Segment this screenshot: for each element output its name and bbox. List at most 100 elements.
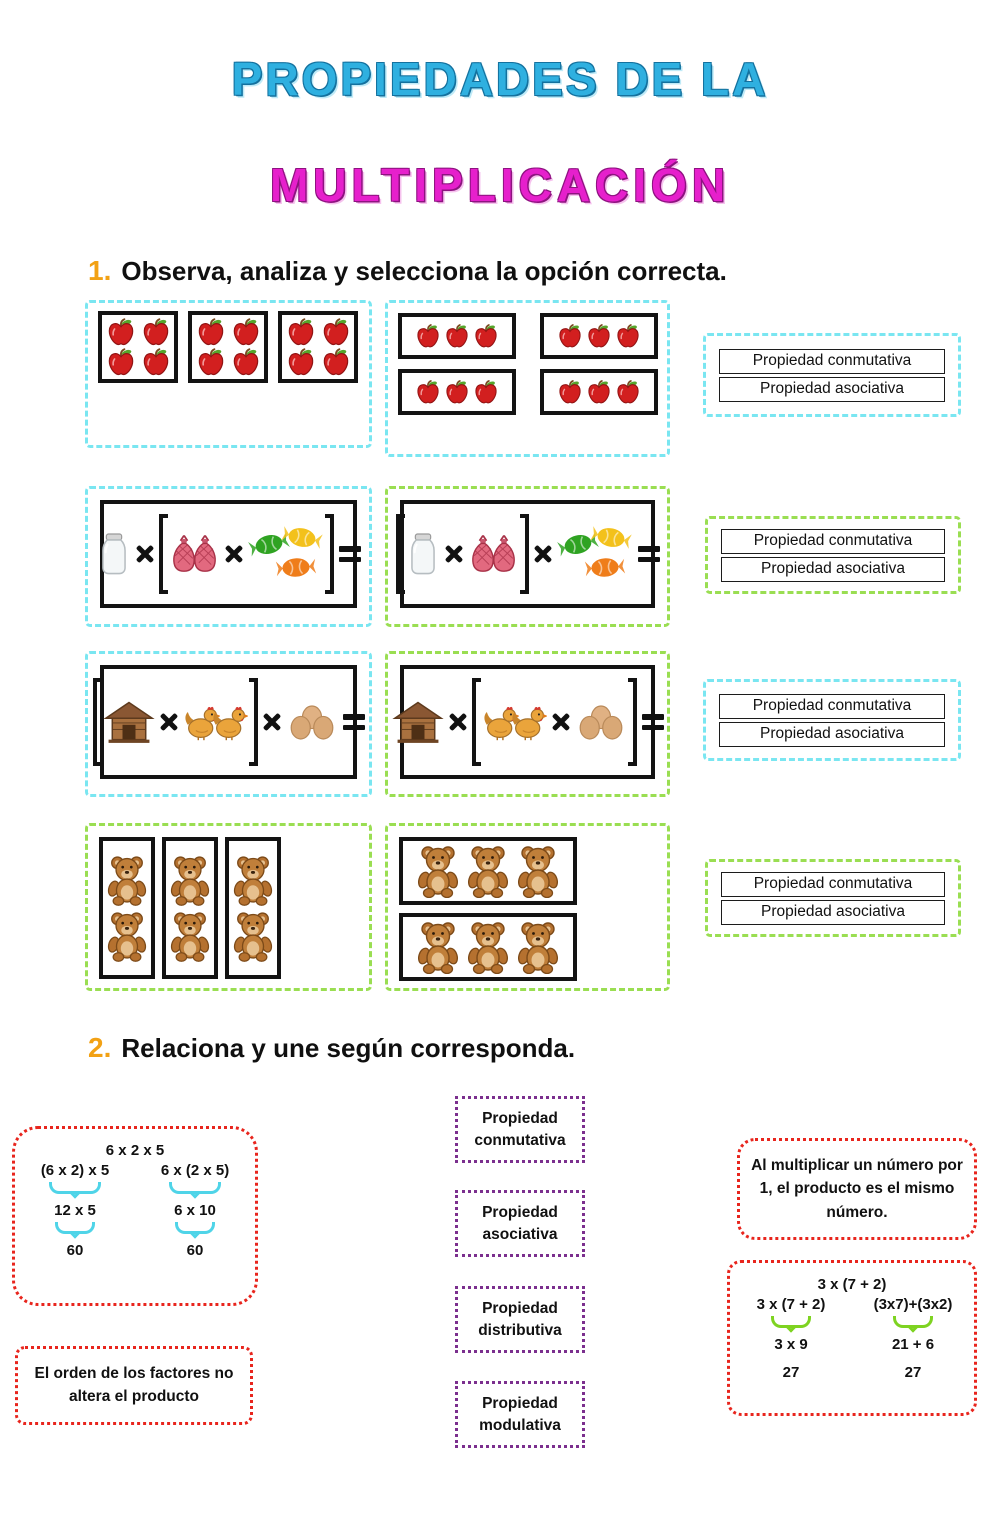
equation-frame: [92, 665, 365, 779]
option-conmutativa-row2[interactable]: Propiedad conmutativa: [721, 528, 945, 554]
chicken-coop-icon: [392, 700, 444, 744]
assoc-result-right: 60: [186, 1242, 204, 1259]
answer-box-row2: Propiedad conmutativa Propiedad asociati…: [705, 516, 961, 594]
assoc-expr-left: (6 x 2) x 5: [40, 1162, 110, 1179]
property-card-distributiva[interactable]: Propiedad distributiva: [455, 1286, 585, 1354]
apple-icon: [141, 317, 171, 347]
candy-bag-group: [169, 534, 220, 574]
jar-icon: [97, 532, 131, 576]
candy-bag-icon: [489, 534, 519, 574]
hen-icon: [211, 704, 248, 741]
candy-group: [557, 526, 633, 582]
option-asociativa-row1[interactable]: Propiedad asociativa: [719, 376, 945, 402]
dist-left-column: 3 x (7 + 2) 3 x 9 27: [730, 1296, 852, 1381]
times-icon: [261, 711, 283, 733]
dist-mid-right: 21 + 6: [891, 1336, 935, 1353]
apple-icon: [196, 317, 226, 347]
apple-frame: [98, 311, 178, 383]
apple-icon: [615, 379, 641, 405]
apple-frames-grid: [388, 303, 667, 425]
option-asociativa-row4[interactable]: Propiedad asociativa: [721, 899, 945, 925]
answer-box-row1: Propiedad conmutativa Propiedad asociati…: [703, 333, 961, 417]
bear-frame: [399, 837, 577, 905]
teddy-bear-icon: [516, 844, 560, 898]
times-icon: [443, 543, 465, 565]
teddy-bear-icon: [466, 920, 510, 974]
property-card-modulativa[interactable]: Propiedad modulativa: [455, 1381, 585, 1449]
assoc-expression: 6 x 2 x 5: [105, 1142, 165, 1159]
bear-frame: [162, 837, 218, 979]
property-card-conmutativa[interactable]: Propiedad conmutativa: [455, 1096, 585, 1164]
teddy-bear-icon: [416, 920, 460, 974]
apple-icon: [444, 323, 470, 349]
underbrace-icon: [771, 1316, 811, 1328]
apple-icon: [106, 317, 136, 347]
hen-group: [482, 704, 547, 741]
modulative-description-box[interactable]: Al multiplicar un número por 1, el produ…: [737, 1138, 977, 1240]
picture-box-hens-right: [385, 651, 670, 797]
assoc-expr-right: 6 x (2 x 5): [160, 1162, 230, 1179]
apple-icon: [231, 347, 261, 377]
option-conmutativa-row4[interactable]: Propiedad conmutativa: [721, 871, 945, 897]
section2-heading: 2. Relaciona y une según corresponda.: [88, 1032, 575, 1064]
bracket-close-icon: [627, 678, 637, 766]
dist-expr-left: 3 x (7 + 2): [756, 1296, 826, 1313]
underbrace-icon: [55, 1222, 95, 1234]
bracket-open-icon: [158, 514, 168, 594]
property-card-asociativa[interactable]: Propiedad asociativa: [455, 1190, 585, 1258]
teddy-bear-icon: [416, 844, 460, 898]
commutative-description-box[interactable]: El orden de los factores no altera el pr…: [15, 1346, 253, 1425]
dist-expression: 3 x (7 + 2): [817, 1276, 887, 1293]
apple-icon: [106, 347, 136, 377]
picture-box-hens-left: [85, 651, 372, 797]
candy-bag-group: [468, 534, 519, 574]
distributive-example-box[interactable]: 3 x (7 + 2) 3 x (7 + 2) 3 x 9 27 (3x7)+(…: [727, 1260, 977, 1416]
answer-box-row4: Propiedad conmutativa Propiedad asociati…: [705, 859, 961, 937]
bracket-close-icon: [519, 514, 529, 594]
picture-box-candies-left: [85, 486, 372, 627]
candy-icon: [274, 555, 318, 581]
times-icon: [550, 711, 572, 733]
option-asociativa-row2[interactable]: Propiedad asociativa: [721, 556, 945, 582]
teddy-bear-icon: [466, 844, 510, 898]
dist-grid: 3 x (7 + 2) 3 x 9 27 (3x7)+(3x2) 21 + 6 …: [730, 1296, 974, 1381]
eggs-icon: [575, 704, 627, 741]
candy-group: [248, 526, 324, 582]
apple-icon: [586, 323, 612, 349]
apple-icon: [415, 323, 441, 349]
bracket-open-icon: [471, 678, 481, 766]
teddy-bear-icon: [106, 910, 148, 962]
bear-frame: [99, 837, 155, 979]
equation-frame: [400, 665, 664, 779]
apple-frames-row: [88, 303, 369, 391]
dist-result-right: 27: [904, 1364, 922, 1381]
picture-box-bears-left: [85, 823, 372, 991]
apple-icon: [196, 347, 226, 377]
equals-icon: [637, 545, 660, 563]
times-icon: [158, 711, 180, 733]
assoc-result-left: 60: [66, 1242, 84, 1259]
associative-example-box[interactable]: 6 x 2 x 5 (6 x 2) x 5 12 x 5 60 6 x (2 x…: [12, 1126, 258, 1306]
apple-frame: [398, 369, 516, 415]
apple-icon: [473, 323, 499, 349]
hen-group: [183, 704, 248, 741]
option-conmutativa-row1[interactable]: Propiedad conmutativa: [719, 348, 945, 374]
underbrace-icon: [49, 1182, 101, 1194]
apple-icon: [557, 323, 583, 349]
answer-box-row3: Propiedad conmutativa Propiedad asociati…: [703, 679, 961, 761]
underbrace-icon: [169, 1182, 221, 1194]
option-asociativa-row3[interactable]: Propiedad asociativa: [719, 721, 945, 747]
dist-mid-left: 3 x 9: [774, 1336, 808, 1353]
apple-icon: [473, 379, 499, 405]
apple-icon: [557, 379, 583, 405]
picture-box-apples-right: [385, 300, 670, 457]
teddy-bear-icon: [106, 854, 148, 906]
section1-number: 1.: [88, 255, 112, 286]
teddy-bear-icon: [232, 854, 274, 906]
bear-frames-row: [88, 826, 369, 979]
assoc-right-column: 6 x (2 x 5) 6 x 10 60: [135, 1162, 255, 1259]
teddy-bear-icon: [516, 920, 560, 974]
section1-title: Observa, analiza y selecciona la opción …: [121, 256, 727, 286]
option-conmutativa-row3[interactable]: Propiedad conmutativa: [719, 693, 945, 719]
